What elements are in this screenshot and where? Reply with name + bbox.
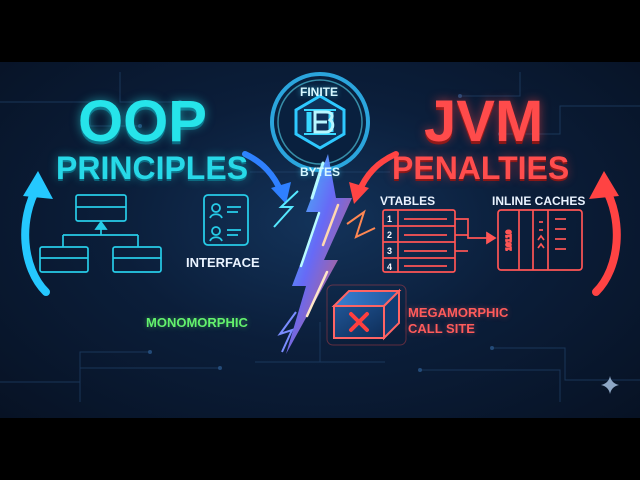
megamorphic-label-line1: MEGAMORPHIC [408,305,509,320]
left-title-line2: PRINCIPLES [56,150,249,186]
vtable-row-1: 1 [387,214,393,224]
vtable-icon [382,209,497,273]
right-title-line1: JVM [424,89,544,154]
circuit-background [0,72,640,402]
left-curved-arrow-head [23,171,53,199]
right-title-arrow-head [349,182,369,204]
monomorphic-label: MONOMORPHIC [146,315,248,330]
inline-cache-icon: 10110 [497,209,583,271]
split-lightning-bolt [273,154,376,354]
vtable-row-3: 3 [387,246,393,256]
right-curved-arrow-head [589,171,619,199]
left-title-line1: OOP [78,89,207,154]
thumbnail-panel: 10110 [0,62,640,418]
vtables-label: VTABLES [380,194,436,208]
right-curved-arrow-icon [592,182,621,296]
logo-bottom-text: BYTES [300,165,341,179]
corner-sparkle-icon [601,376,619,394]
vtable-row-4: 4 [387,262,393,272]
megamorphic-callsite-label: MEGAMORPHIC CALL SITE [408,305,508,337]
right-title-line2: PENALTIES [392,150,570,186]
class-diagram-icon [39,194,162,273]
interface-card-icon [203,194,249,246]
illustration-layer: 10110 [21,72,621,394]
svg-text:10110: 10110 [505,230,513,251]
vtable-row-2: 2 [387,230,393,240]
megamorphic-cube-icon [326,284,407,346]
megamorphic-label-line2: CALL SITE [408,321,475,336]
finite-bytes-logo [270,72,370,172]
left-title-arrow-head [271,182,291,204]
left-curved-arrow-icon [21,182,50,296]
inline-caches-label: INLINE CACHES [492,194,586,208]
interface-label: INTERFACE [186,255,260,270]
logo-top-text: FINITE [300,85,338,99]
